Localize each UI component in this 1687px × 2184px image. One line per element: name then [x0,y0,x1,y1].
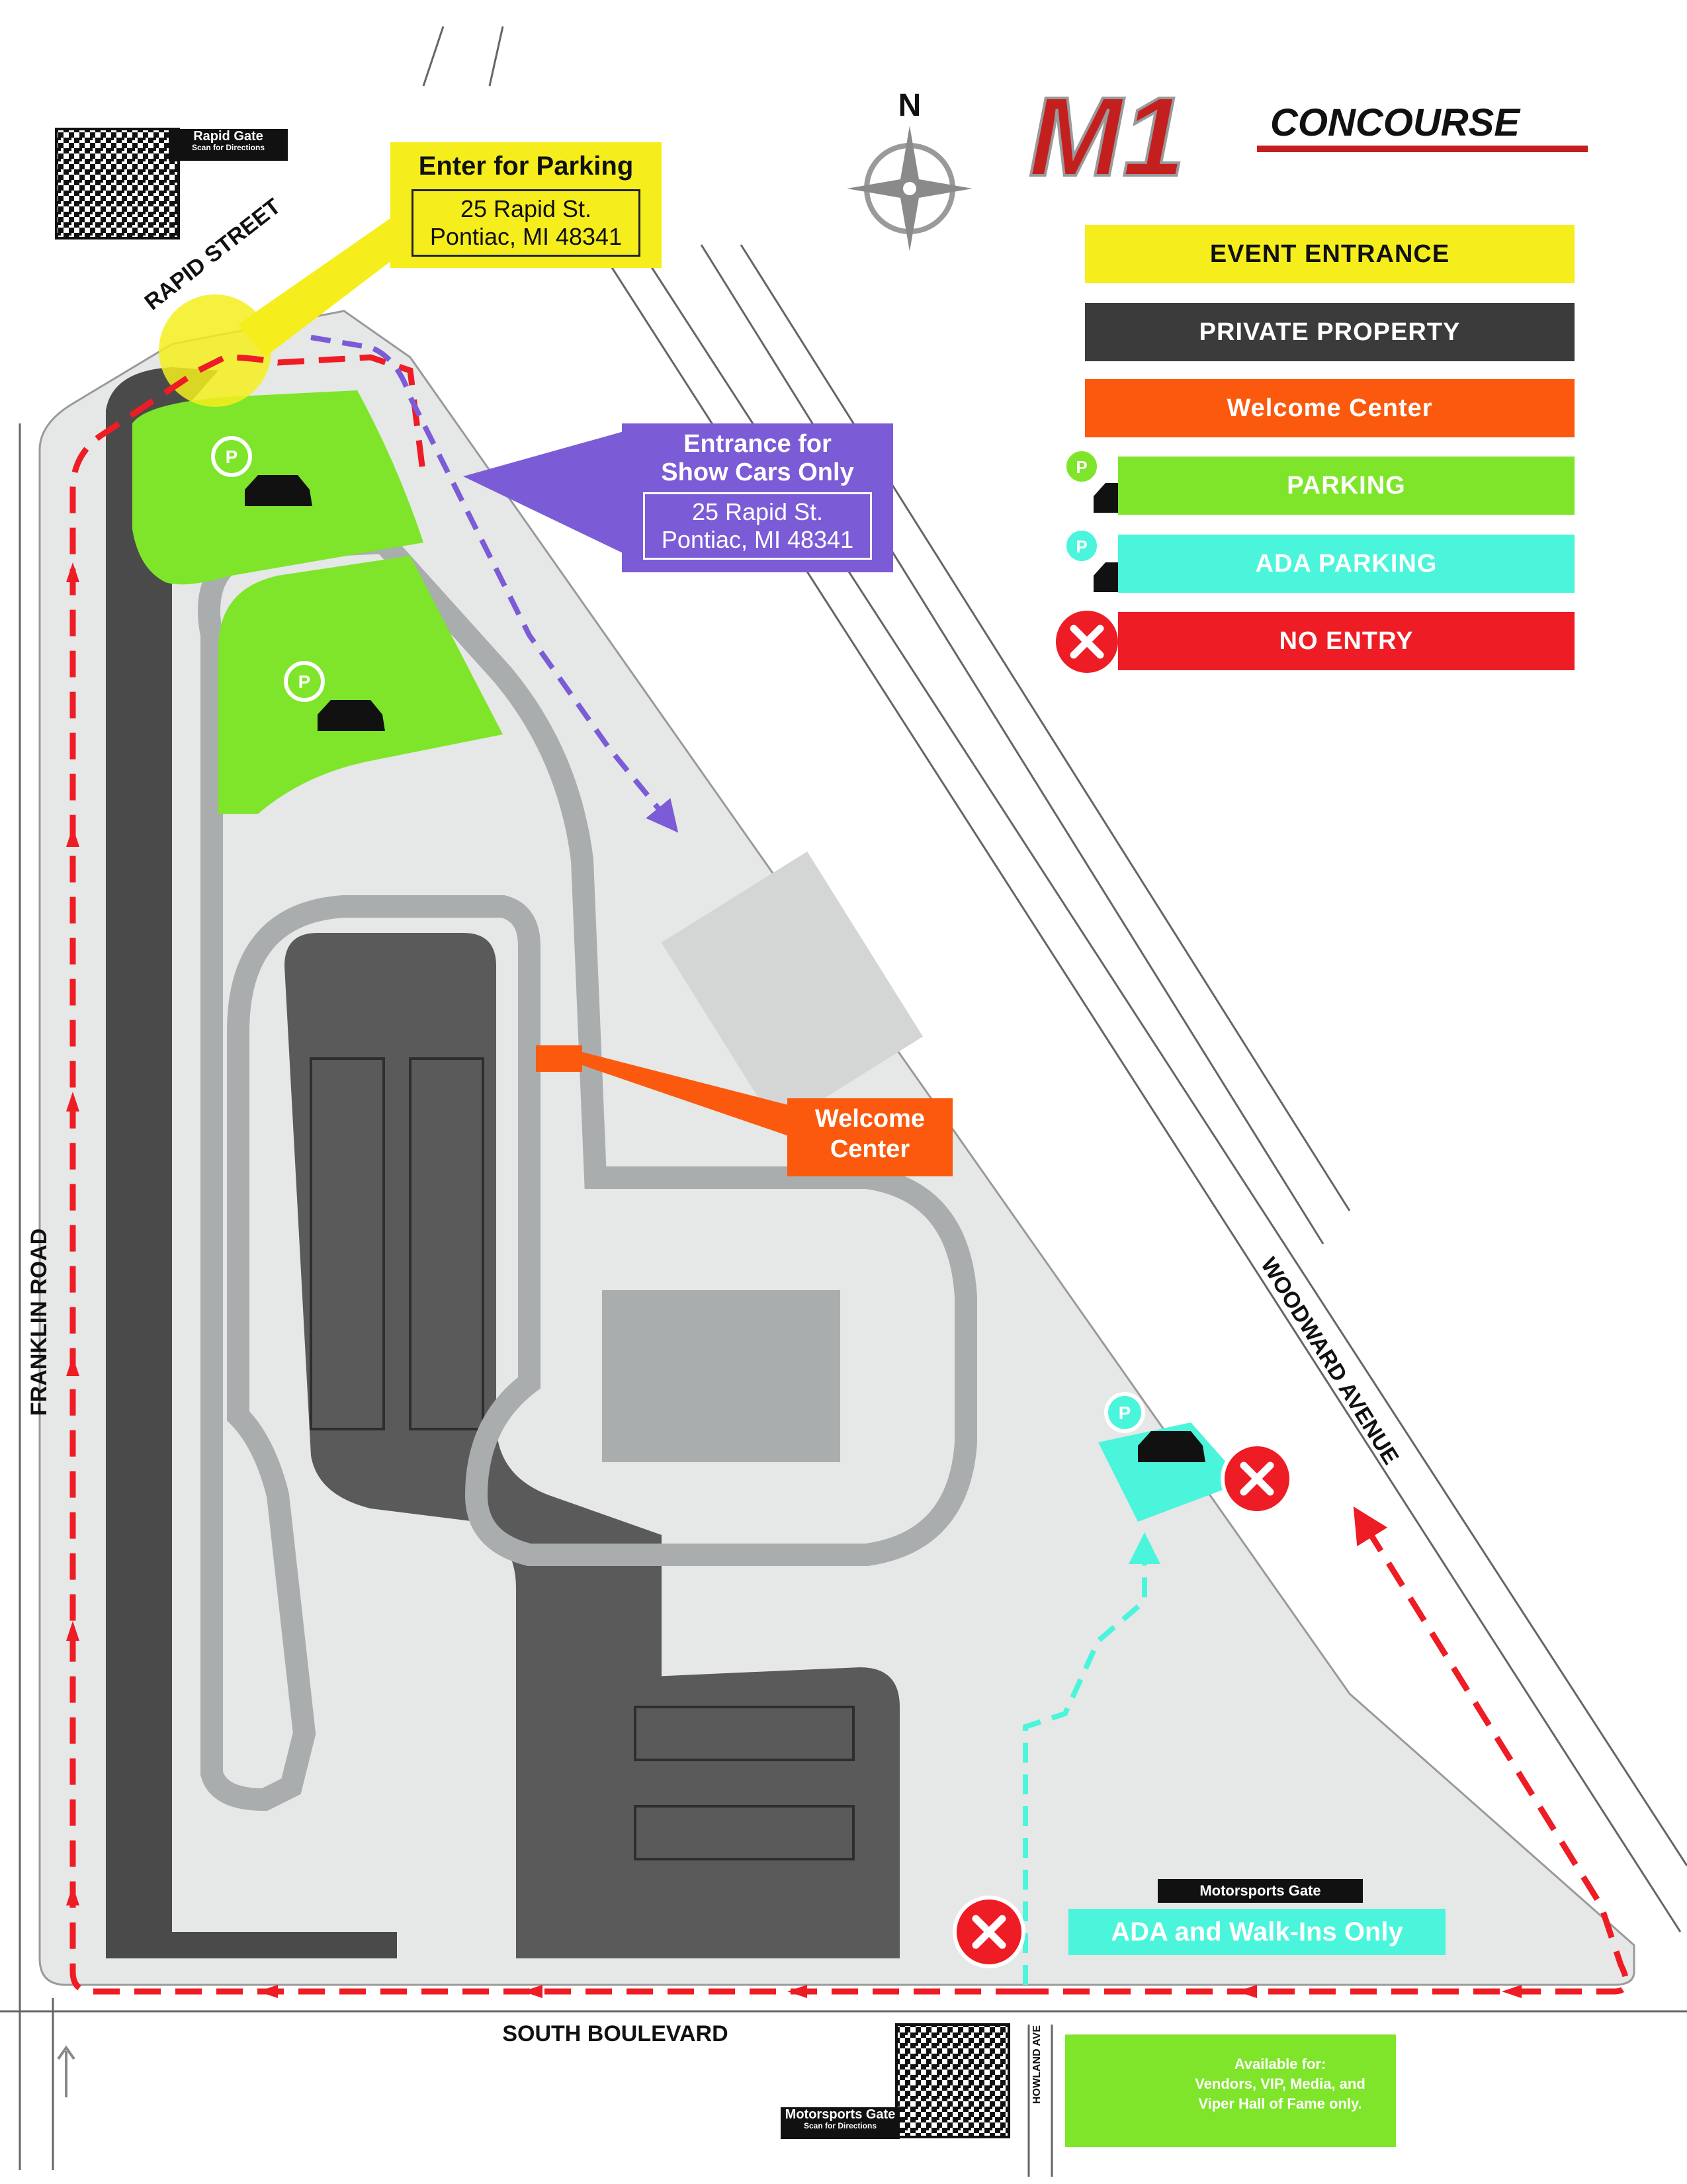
motorsports-gate-qr-subtitle: Scan for Directions [803,2121,877,2130]
woodward-avenue-label: WOODWARD AVENUE [1256,1253,1403,1469]
show-cars-address-box: 25 Rapid St. Pontiac, MI 48341 [643,492,872,560]
parking-car-icon: P [284,661,385,731]
parking-address-box: 25 Rapid St. Pontiac, MI 48341 [411,189,640,257]
legend-item-welcome-center: Welcome Center [1085,379,1575,437]
legend-item-parking: PARKING [1118,457,1575,515]
franklin-road-label: FRANKLIN ROAD [26,1229,52,1416]
svg-text:P: P [298,672,311,692]
parking-address-line1: 25 Rapid St. [460,195,592,222]
parking-address-line2: Pontiac, MI 48341 [429,223,623,250]
no-entry-icon [953,1896,1025,1968]
parking-car-icon: P [211,436,312,506]
ada-walkins-callout: ADA and Walk-Ins Only [1068,1909,1446,1955]
route-arrows-red [66,562,1522,1998]
note-line2: Vendors, VIP, Media, and [1195,2075,1365,2092]
welcome-center-callout: Welcome Center [787,1098,953,1176]
legend-item-no-entry: NO ENTRY [1118,612,1575,670]
show-cars-address-line1: 25 Rapid St. [691,498,824,525]
svg-text:P: P [1076,457,1087,477]
compass-north-label: N [898,88,922,123]
motorsports-gate-label: Motorsports Gate [1158,1879,1363,1903]
welcome-center-pointer [582,1052,814,1145]
legend-item-event-entrance: EVENT ENTRANCE [1085,225,1575,283]
no-entry-icon [1221,1442,1293,1515]
show-car-pointer [463,430,628,556]
infield-building [602,1290,840,1462]
show-cars-title-line1: Entrance for [683,430,832,458]
south-boulevard-label: SOUTH BOULEVARD [502,2021,728,2046]
show-car-route [310,335,679,833]
race-track [198,531,977,1812]
street-lines [0,26,1687,2177]
building-outlines [310,1057,855,1860]
svg-text:P: P [1076,537,1087,556]
note-line1: Available for: [1234,2056,1326,2072]
show-cars-address-line2: Pontiac, MI 48341 [661,526,854,553]
svg-text:P: P [226,447,238,467]
rapid-gate-qr-subtitle: Scan for Directions [191,143,265,152]
paddock-building [661,851,924,1128]
m1-concourse-logo: M1 CONCOURSE [1027,73,1588,201]
show-cars-title-line2: Show Cars Only [661,459,854,486]
perimeter-route [69,354,1629,1995]
howland-ave-label: HOWLAND AVE [1031,2025,1043,2104]
enter-for-parking-title: Enter for Parking [418,152,634,181]
svg-text:P: P [1119,1403,1131,1423]
qr-code-rapid-gate [55,128,180,240]
welcome-center-line1: Welcome [814,1105,926,1133]
svg-text:M1: M1 [1029,74,1185,200]
legend-item-ada-parking: ADA PARKING [1118,535,1575,593]
compass-rose-icon [847,126,973,251]
welcome-center-line2: Center [830,1135,910,1163]
qr-code-motorsports-gate [895,2023,1010,2138]
motorsports-gate-qr-title: Motorsports Gate [785,2107,896,2122]
enter-for-parking-callout: Enter for Parking 25 Rapid St. Pontiac, … [390,142,662,268]
ada-parking-lot [1098,1422,1244,1522]
show-cars-callout: Entrance for Show Cars Only 25 Rapid St.… [622,423,893,572]
welcome-center-marker [536,1045,582,1072]
parking-lot-central [218,556,503,814]
legend-no-entry-icon [1052,607,1122,677]
ada-route [1023,1532,1160,1985]
svg-text:CONCOURSE: CONCOURSE [1270,101,1521,144]
private-south-lot [562,1667,900,1958]
rapid-gate-qr-title: Rapid Gate [193,129,263,144]
parking-availability-note: Available for: Vendors, VIP, Media, and … [1065,2034,1396,2147]
ada-parking-car-icon: P [1104,1392,1205,1462]
motorsports-gate-qr-label: Motorsports Gate Scan for Directions [781,2107,900,2139]
note-line3: Viper Hall of Fame only. [1198,2095,1362,2112]
event-entrance-pointer [238,218,404,357]
legend-item-private-property: PRIVATE PROPERTY [1085,303,1575,361]
direction-arrow-icon [57,2045,75,2097]
event-entrance-glow [159,294,271,407]
rapid-gate-qr-label: Rapid Gate Scan for Directions [169,129,288,161]
